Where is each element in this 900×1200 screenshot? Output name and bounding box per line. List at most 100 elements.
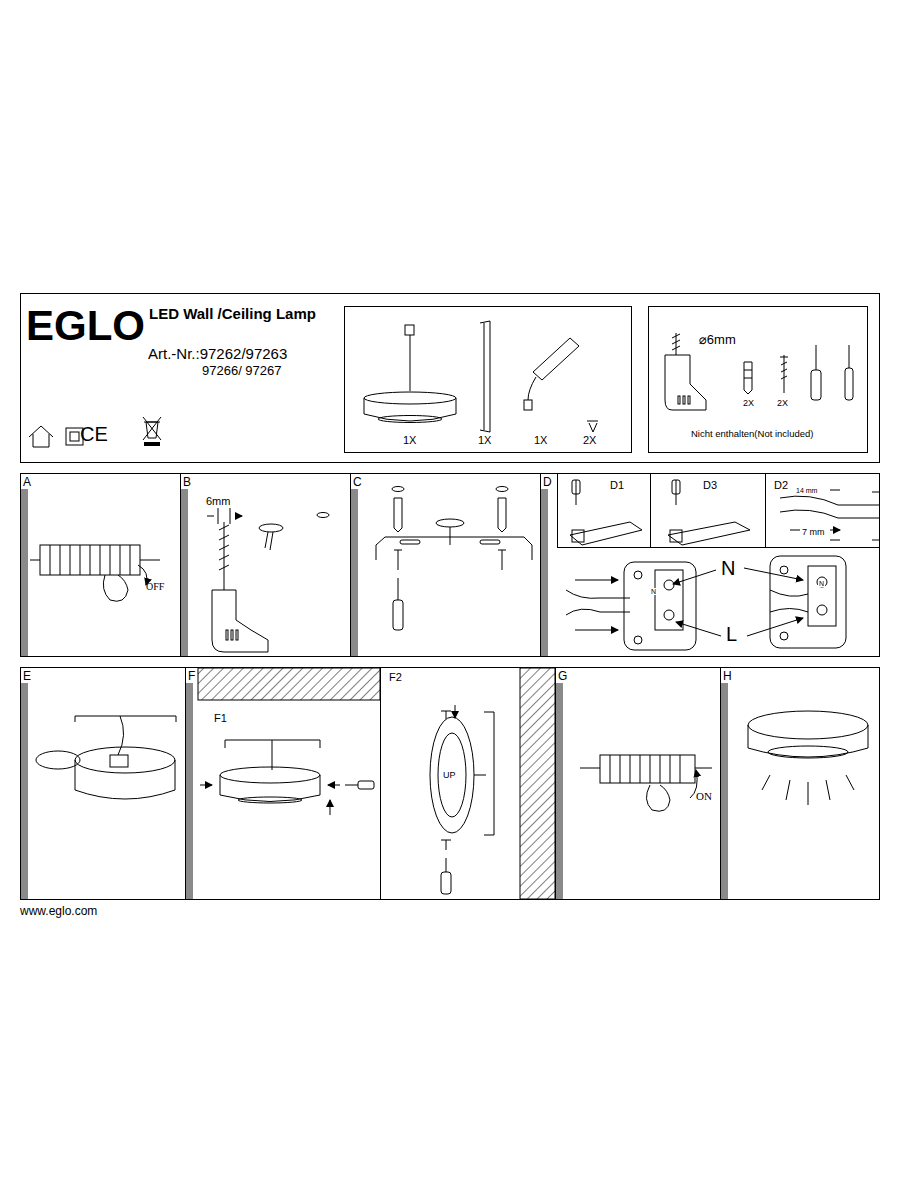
panel-text: F [188, 670, 195, 683]
drawing-part [218, 508, 219, 524]
panel-box: D1 [557, 473, 651, 548]
panel-text: N [721, 558, 735, 579]
panel-b-drilling [207, 508, 329, 652]
drawing-part [358, 781, 374, 789]
drawing-part [520, 668, 555, 899]
panel-text: 1X [534, 435, 547, 447]
panel-text: G [558, 670, 567, 683]
drawing-part [405, 325, 414, 335]
panel-f2-wall-mount [430, 705, 494, 894]
drawing-part [575, 580, 618, 581]
drawing-part [668, 522, 750, 545]
drawing-part [572, 480, 580, 494]
drawing-part [670, 530, 682, 542]
panel-box: GON [555, 667, 721, 900]
drawing-part [570, 522, 642, 545]
panel-text: ⌀6mm [699, 333, 736, 347]
drawing-part [376, 537, 532, 560]
drawing-part [436, 519, 464, 527]
drawing-part [200, 785, 212, 786]
panel-box: B6mm [180, 473, 351, 657]
drawing-part [230, 508, 231, 524]
drawing-part [484, 712, 494, 835]
drawing-part [780, 632, 788, 640]
drawing-part [400, 540, 420, 544]
panel-text: H [723, 670, 732, 683]
drawing-part [634, 636, 642, 644]
drawing-part [181, 489, 188, 656]
drawing-part [480, 540, 500, 544]
panel-box: D3 [650, 473, 766, 548]
drawing-part [220, 767, 320, 783]
drawing-part [410, 335, 411, 391]
tools-not-included [665, 333, 853, 410]
drawing-part [695, 768, 712, 769]
drawing-part [664, 580, 674, 590]
drawing-part [496, 487, 508, 492]
label-text: www.eglo.com [20, 905, 97, 918]
drawing-part [364, 398, 456, 421]
drawing-part [580, 768, 600, 769]
panel-text: EGLO [26, 304, 145, 348]
drawing-part [683, 396, 685, 404]
panel-text: D [543, 476, 552, 489]
panel-h-lit-lamp [748, 711, 868, 805]
drawing-part [446, 858, 447, 872]
drawing-part [103, 575, 128, 601]
drawing-part [768, 746, 848, 758]
drawing-part [450, 527, 451, 545]
drawing-part [198, 668, 380, 700]
panel-text: D3 [703, 480, 717, 492]
drawing-part [678, 396, 680, 404]
drawing-part [672, 480, 680, 494]
drawing-part [70, 432, 79, 441]
drawing-part [364, 392, 456, 404]
drawing-part [817, 577, 827, 587]
panel-f1-mount [200, 740, 374, 815]
drawing-part [118, 716, 124, 755]
drawing-part [21, 683, 28, 899]
drawing-part [747, 618, 803, 636]
drawing-part [610, 755, 680, 783]
drawing-part [575, 630, 618, 631]
drawing-part [75, 747, 175, 773]
drawing-part [398, 578, 399, 600]
drawing-part [665, 355, 706, 410]
label-text: N [650, 588, 657, 595]
panel-box: FF1 [185, 667, 381, 900]
panel-box: C [350, 473, 541, 657]
hatched-ceiling [198, 668, 555, 899]
drawing-part [40, 545, 140, 575]
panel-text: OFF [146, 582, 164, 593]
drawing-part [219, 522, 229, 590]
drawing-part [688, 396, 690, 404]
panel-g-switch-on [580, 755, 712, 811]
drawing-part [138, 565, 147, 585]
drawing-part [721, 683, 728, 899]
panel-text: C [353, 476, 362, 489]
drawing-part [672, 333, 680, 355]
drawing-part [50, 545, 130, 575]
drawing-part [75, 760, 175, 799]
panel-text: B [183, 476, 191, 489]
drawing-part [212, 590, 268, 652]
panel-text: 1X [478, 435, 491, 447]
drawing-part [480, 321, 490, 432]
drawing-part [317, 513, 329, 518]
panel-c-bracket [376, 487, 532, 631]
drawing-part [21, 489, 28, 656]
drawing-part [259, 524, 283, 532]
drawing-part [441, 840, 451, 850]
drawing-part [811, 370, 821, 400]
label-text: Art.-Nr.:97262/97263 [148, 346, 287, 362]
panel-box: H [720, 667, 880, 900]
drawing-part [845, 368, 853, 400]
panel-text: D1 [610, 480, 624, 492]
panel-text: 2X [583, 435, 596, 447]
drawing-part [576, 480, 577, 505]
drawing-part [392, 487, 404, 492]
label-text: CE [80, 424, 108, 445]
drawing-part [455, 705, 456, 718]
drawing-part [226, 630, 228, 640]
